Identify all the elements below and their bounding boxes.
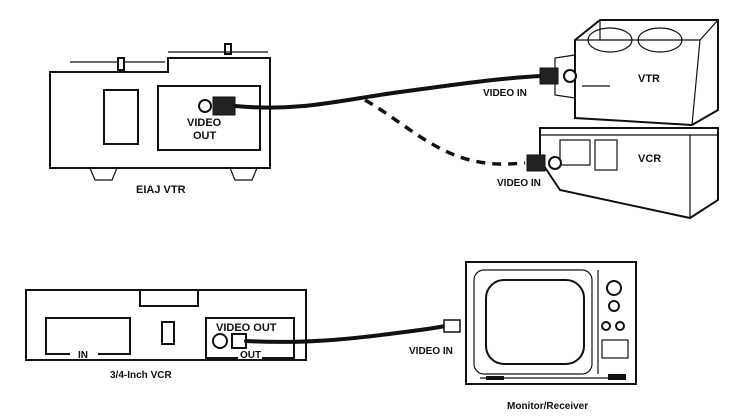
vcr-label: VCR — [638, 153, 661, 165]
plug-icon — [212, 96, 236, 116]
vtr-video-in-label: VIDEO IN — [483, 88, 527, 99]
knob-icon — [608, 300, 620, 312]
cable-to-monitor — [244, 324, 447, 344]
video-in-jack-icon — [563, 69, 577, 83]
cable-to-vcr-dashed — [364, 98, 526, 166]
plug-icon — [443, 319, 461, 333]
video-out-label: VIDEO OUT — [216, 322, 277, 334]
knob-icon — [615, 321, 625, 331]
monitor-video-in-label: VIDEO IN — [409, 346, 453, 357]
plug-icon — [526, 154, 546, 172]
monitor-receiver-device: Monitor/Receiver — [465, 261, 637, 412]
vtr-device: VTR VIDEO IN — [483, 19, 719, 127]
in-label: IN — [78, 350, 88, 361]
plug-icon — [231, 333, 247, 349]
three-quarter-vcr-label: 3/4-Inch VCR — [110, 370, 172, 381]
monitor-screen — [485, 279, 585, 365]
monitor-receiver-label: Monitor/Receiver — [507, 401, 588, 412]
vcr-device: VCR VIDEO IN — [497, 127, 719, 220]
video-out-label-line2: OUT — [193, 130, 217, 142]
eiaj-vtr-label: EIAJ VTR — [136, 184, 186, 196]
knob-icon — [601, 321, 611, 331]
vtr-label: VTR — [638, 73, 660, 85]
eiaj-vtr-device: VIDEO OUT EIAJ VTR — [49, 43, 271, 196]
video-in-jack-icon — [548, 156, 562, 170]
three-quarter-inch-vcr-device: IN VIDEO OUT OUT 3/4-Inch VCR — [25, 289, 307, 381]
video-out-jack-icon — [198, 99, 212, 113]
channel-knob-icon — [606, 280, 622, 296]
vcr-video-in-label: VIDEO IN — [497, 178, 541, 189]
video-out-jack-icon — [212, 333, 228, 349]
out-label: OUT — [240, 350, 261, 361]
cable-to-vtr — [233, 74, 544, 110]
video-out-label-line1: VIDEO — [187, 117, 222, 129]
plug-icon — [539, 67, 559, 85]
